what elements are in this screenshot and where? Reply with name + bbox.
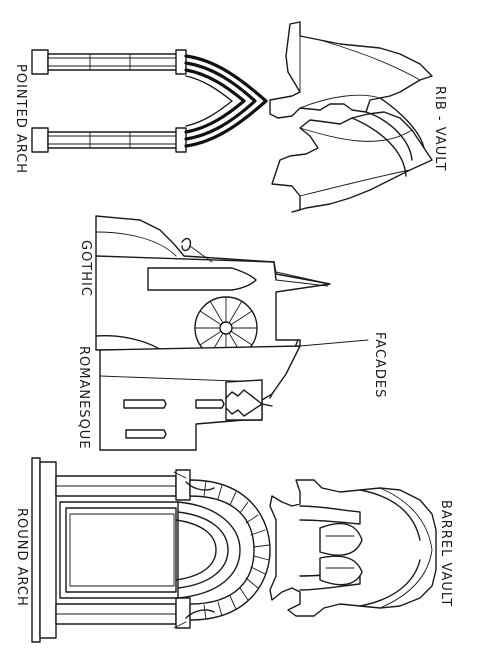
rib-vault-drawing: [269, 21, 433, 213]
rib-vault-label: RIB - VAULT: [432, 86, 447, 172]
barrel-vault-label: BARREL VAULT: [438, 500, 453, 607]
romanesque-label: ROMANESQUE: [76, 346, 91, 450]
round-arch-drawing: [31, 457, 271, 643]
round-arch-label: ROUND ARCH: [14, 508, 29, 607]
facades-label: FACADES: [372, 332, 387, 398]
pointed-arch-drawing: [31, 49, 268, 153]
facades-drawing: [95, 215, 369, 451]
barrel-vault-drawing: [269, 479, 437, 617]
pointed-arch-label: POINTED ARCH: [13, 64, 28, 174]
gothic-label: GOTHIC: [78, 240, 93, 297]
